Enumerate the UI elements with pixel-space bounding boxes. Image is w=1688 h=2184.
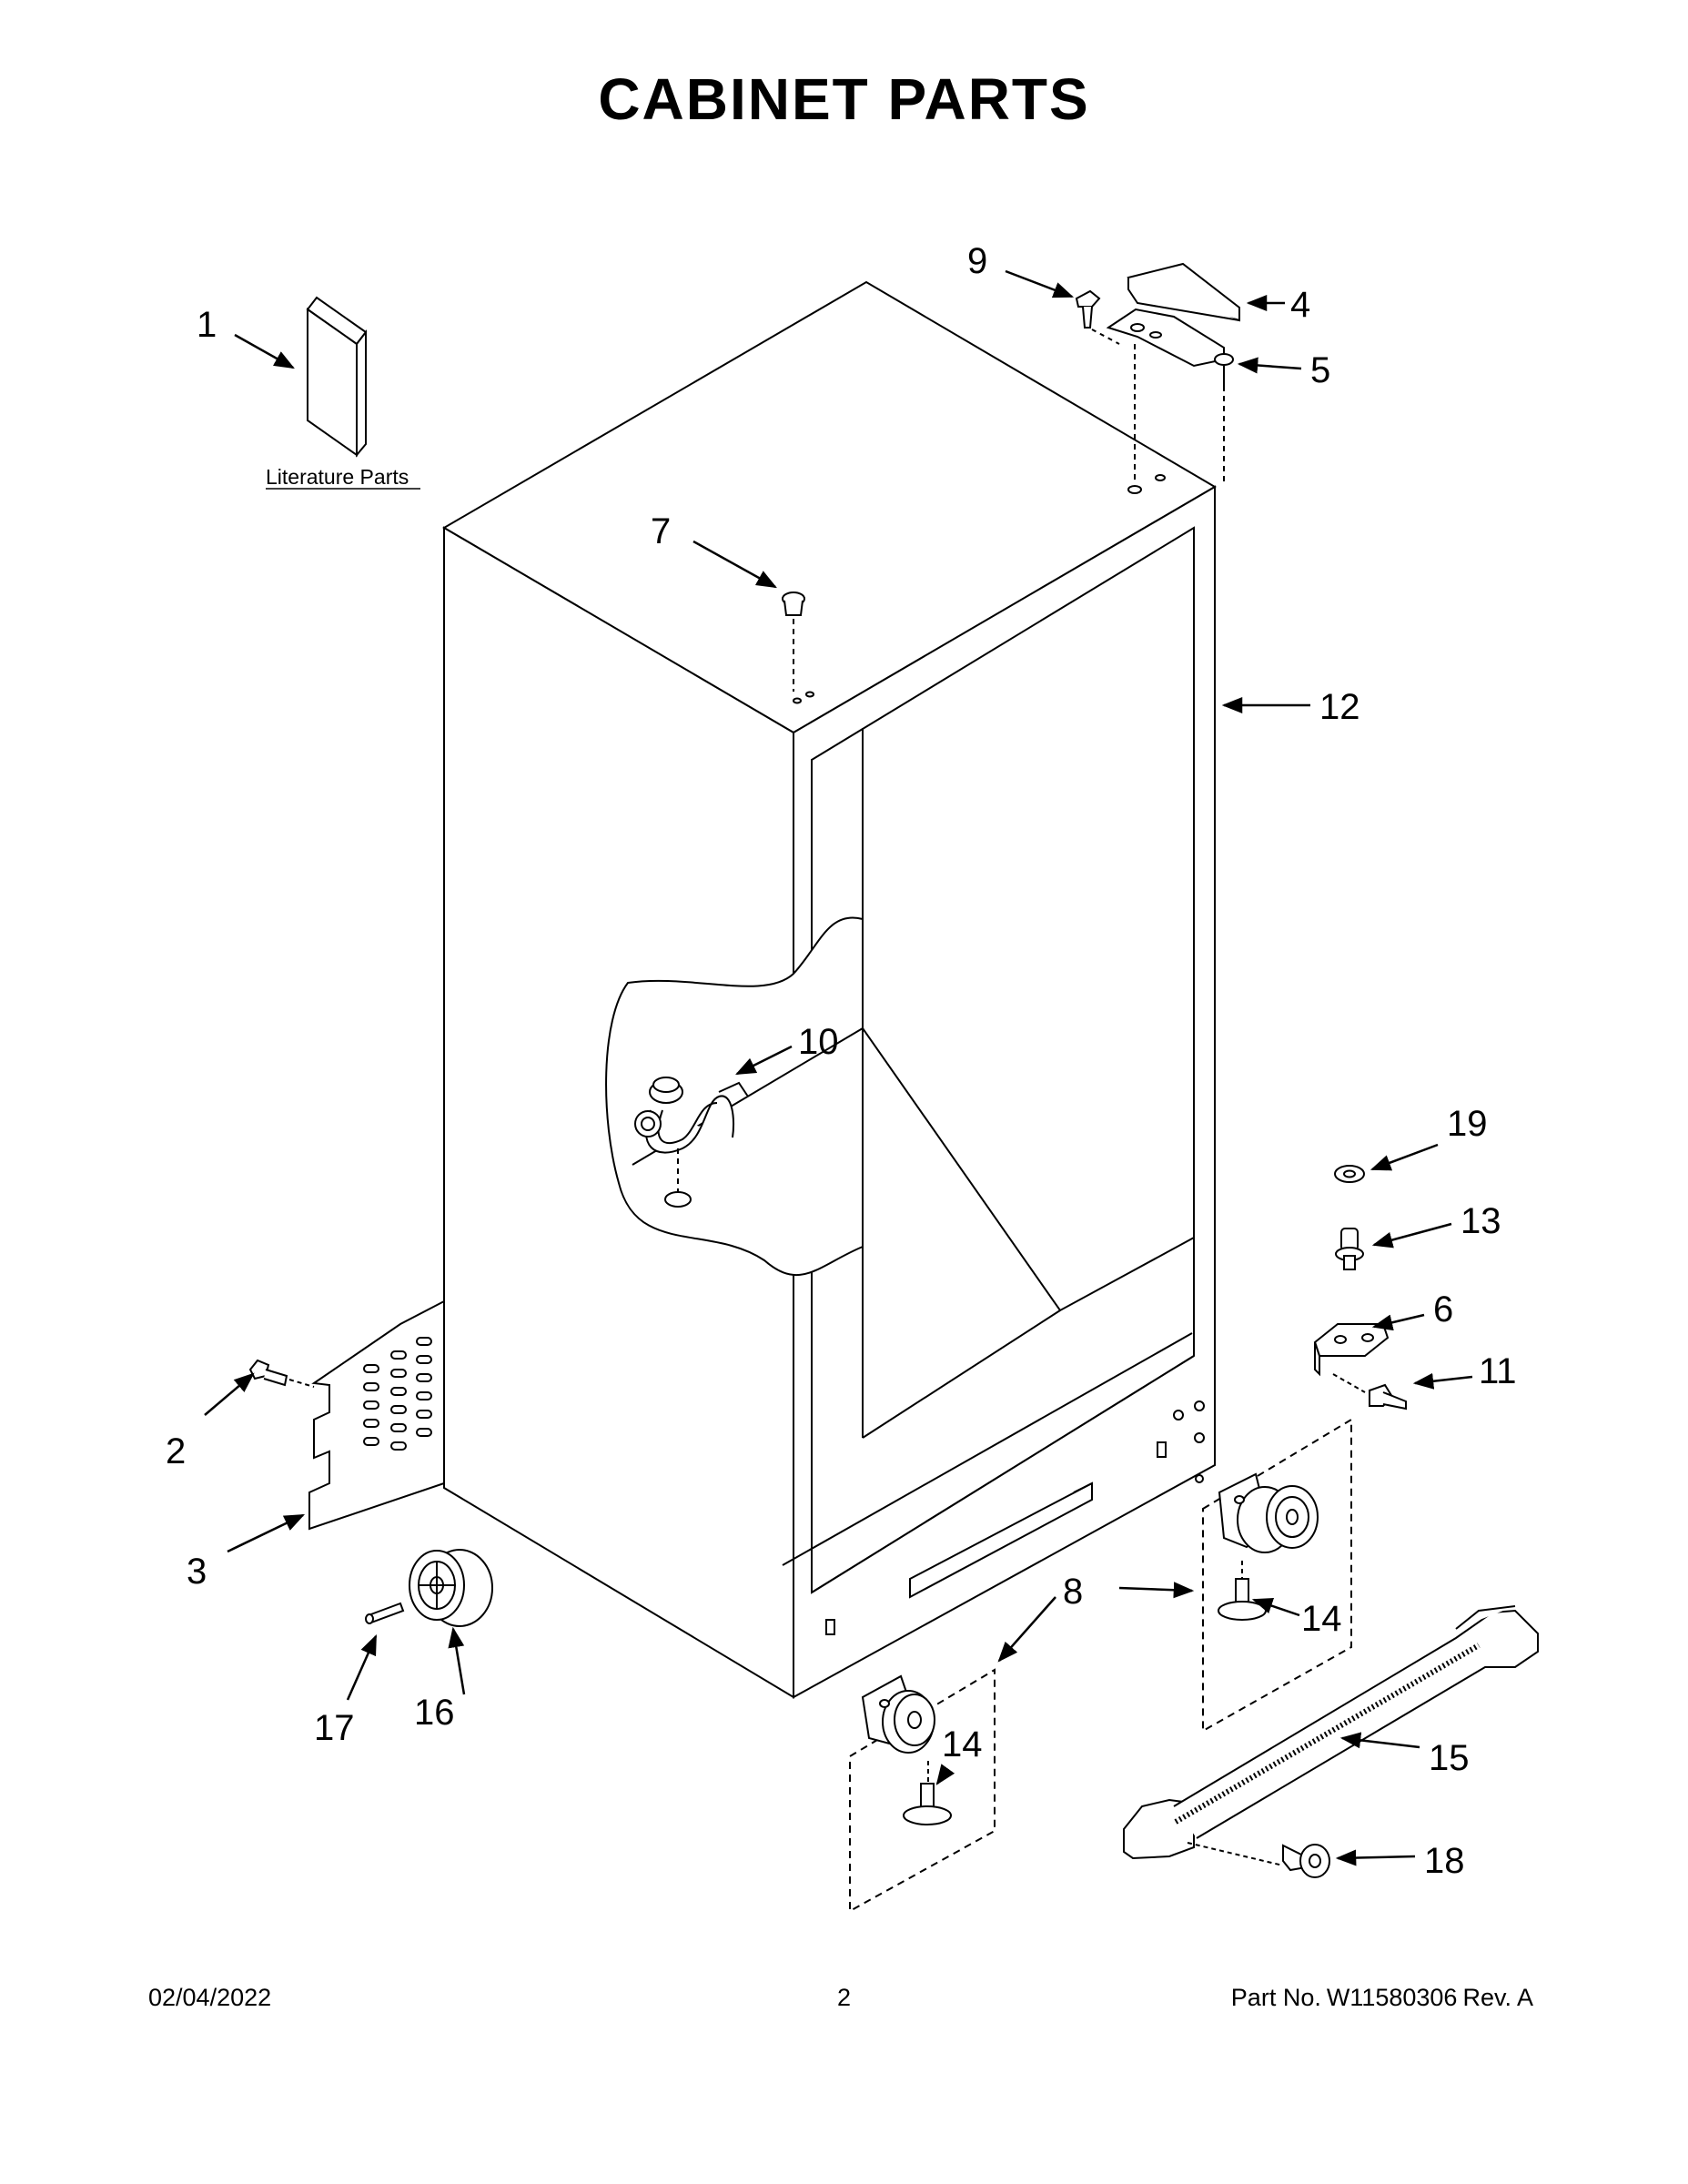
callout-14-right: 14 — [1301, 1599, 1342, 1639]
grille-screw — [1282, 1844, 1330, 1878]
front-leveler-right — [1202, 1418, 1352, 1733]
rear-roller-wheel — [409, 1549, 493, 1627]
washer-19 — [1334, 1165, 1365, 1183]
callout-1: 1 — [197, 305, 217, 345]
top-hole-plug — [782, 592, 805, 692]
rear-panel-screw — [248, 1359, 315, 1388]
roller-axle-pin — [365, 1602, 405, 1624]
callout-14-left: 14 — [942, 1724, 983, 1764]
callout-19: 19 — [1447, 1104, 1488, 1144]
literature-parts-label: Literature Parts — [266, 465, 409, 489]
footer-page-number: 2 — [836, 1984, 852, 2011]
callout-10: 10 — [798, 1022, 839, 1062]
callout-16: 16 — [414, 1693, 455, 1733]
callout-11: 11 — [1479, 1351, 1517, 1391]
callout-17: 17 — [314, 1708, 355, 1748]
callout-6: 6 — [1433, 1289, 1453, 1330]
callout-8: 8 — [1063, 1572, 1083, 1612]
literature-booklet — [306, 296, 368, 458]
stud-13 — [1335, 1228, 1364, 1270]
part-number: W11580306 — [1326, 1984, 1458, 2011]
top-hinge-cover — [1127, 262, 1240, 322]
revision: Rev. A — [1462, 1984, 1533, 2011]
callout-numbers: 1 2 3 4 5 6 7 8 9 10 11 12 13 14 14 15 1… — [166, 241, 1517, 1881]
callout-3: 3 — [187, 1552, 207, 1592]
callout-15: 15 — [1429, 1738, 1470, 1778]
drain-trap-part — [634, 1077, 749, 1192]
callout-4: 4 — [1290, 285, 1310, 325]
callout-2: 2 — [166, 1431, 186, 1471]
callout-18: 18 — [1424, 1841, 1465, 1881]
hinge-screw — [1075, 289, 1120, 345]
callout-7: 7 — [651, 511, 671, 551]
part-label: Part No. — [1230, 1984, 1321, 2011]
base-grille — [1123, 1605, 1539, 1866]
front-leveler-left — [849, 1668, 996, 1913]
callout-12: 12 — [1319, 687, 1360, 727]
callout-13: 13 — [1461, 1201, 1501, 1241]
screw-11 — [1369, 1383, 1407, 1410]
page-title: CABINET PARTS — [598, 66, 1090, 132]
rear-access-panel — [308, 1299, 445, 1531]
footer-date: 02/04/2022 — [148, 1984, 272, 2011]
callout-9: 9 — [967, 241, 987, 281]
leader-arrows — [204, 269, 1473, 1866]
callout-5: 5 — [1310, 350, 1330, 390]
cabinet-top-holes — [793, 474, 1166, 704]
top-hinge-bracket — [1106, 308, 1234, 482]
bracket-6 — [1313, 1323, 1390, 1393]
